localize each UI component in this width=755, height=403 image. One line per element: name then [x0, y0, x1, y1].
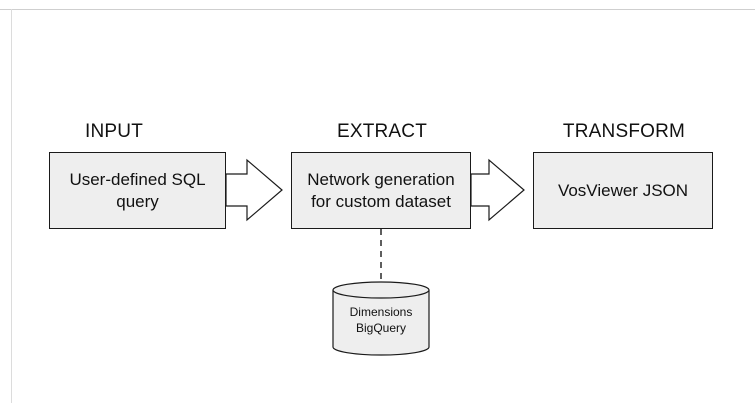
transform-box-label: VosViewer JSON — [557, 180, 689, 200]
arrow-extract-to-transform — [470, 158, 525, 222]
stage-title-transform: TRANSFORM — [562, 121, 686, 142]
frame-left-border — [11, 9, 12, 403]
arrow-input-to-extract — [225, 158, 283, 222]
input-box: User-defined SQL query — [49, 152, 226, 229]
database-cylinder-icon — [332, 281, 430, 356]
extract-box-label: Network generation for custom dataset — [307, 169, 455, 211]
stage-title-input: INPUT — [85, 121, 143, 142]
input-box-label: User-defined SQL query — [69, 169, 206, 211]
extract-box: Network generation for custom dataset — [291, 152, 471, 229]
stage-title-extract: EXTRACT — [336, 121, 428, 142]
database-label: Dimensions BigQuery — [349, 305, 413, 335]
frame-top-border — [0, 9, 755, 10]
transform-box: VosViewer JSON — [533, 152, 713, 229]
